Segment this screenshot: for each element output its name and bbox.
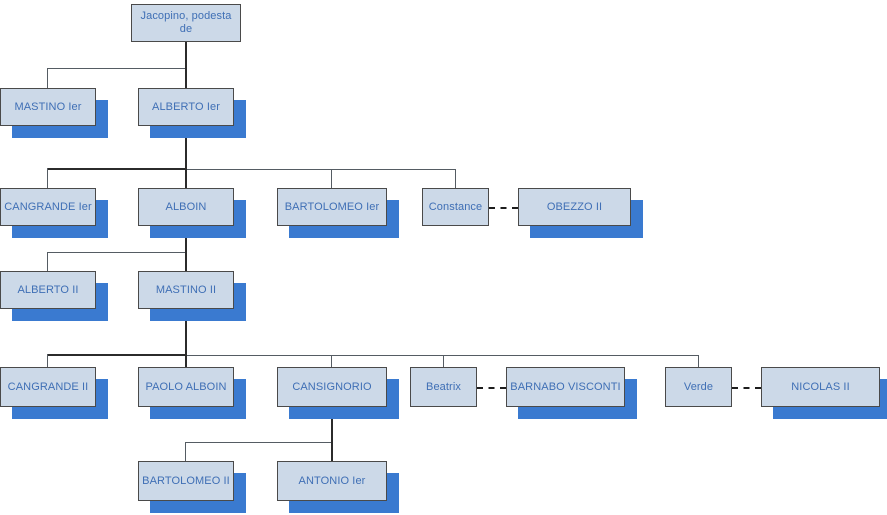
node-label: BARTOLOMEO II <box>142 474 230 487</box>
connector-bus <box>185 169 456 170</box>
node-alberto1[interactable]: ALBERTO Ier <box>138 88 234 126</box>
node-bartolomeo1[interactable]: BARTOLOMEO Ier <box>277 188 387 226</box>
node-label: ALBERTO II <box>17 283 79 296</box>
connector-bus <box>47 68 186 69</box>
connector-vertical <box>455 169 456 188</box>
connector-bus <box>47 252 186 253</box>
connector-bus <box>47 168 186 170</box>
connector-vertical <box>443 355 444 367</box>
node-label: ALBERTO Ier <box>152 100 220 113</box>
node-barnabo[interactable]: BARNABO VISCONTI <box>506 367 625 407</box>
node-mastino1[interactable]: MASTINO Ier <box>0 88 96 126</box>
connector-vertical <box>47 252 48 271</box>
node-label: Verde <box>683 380 714 393</box>
connector-vertical <box>185 226 187 253</box>
connector-vertical <box>185 168 187 188</box>
marriage-link-verde-nicolas2 <box>732 387 761 389</box>
connector-vertical <box>47 68 48 88</box>
node-label: MASTINO II <box>155 283 217 296</box>
connector-bus <box>185 442 332 443</box>
node-label: CANSIGNORIO <box>292 380 372 393</box>
node-alboin[interactable]: ALBOIN <box>138 188 234 226</box>
node-alberto2[interactable]: ALBERTO II <box>0 271 96 309</box>
node-label: Constance <box>428 200 483 213</box>
node-nicolas2[interactable]: NICOLAS II <box>761 367 880 407</box>
node-label: BARTOLOMEO Ier <box>284 200 380 213</box>
node-label: CANGRANDE Ier <box>4 200 92 213</box>
node-label: NICOLAS II <box>791 380 850 393</box>
connector-vertical <box>698 355 699 367</box>
node-cangrande1[interactable]: CANGRANDE Ier <box>0 188 96 226</box>
connector-vertical <box>185 42 187 69</box>
connector-vertical <box>331 442 333 461</box>
node-bartolomeo2[interactable]: BARTOLOMEO II <box>138 461 234 501</box>
node-label: CANGRANDE II <box>7 380 89 393</box>
connector-bus <box>47 354 186 356</box>
node-paoloalboin[interactable]: PAOLO ALBOIN <box>138 367 234 407</box>
connector-vertical <box>47 354 48 367</box>
marriage-link-constance-obezzo2 <box>489 207 518 209</box>
connector-vertical <box>185 68 187 88</box>
node-beatrix[interactable]: Beatrix <box>410 367 477 407</box>
connector-vertical <box>185 442 186 461</box>
node-cansignorio[interactable]: CANSIGNORIO <box>277 367 387 407</box>
connector-vertical <box>331 407 333 443</box>
node-cangrande2[interactable]: CANGRANDE II <box>0 367 96 407</box>
connector-vertical <box>331 355 332 367</box>
node-label: OBEZZO II <box>546 200 603 213</box>
marriage-link-beatrix-barnabo <box>477 387 506 389</box>
connector-bus <box>185 355 699 356</box>
connector-vertical <box>185 126 187 169</box>
node-label: ALBOIN <box>165 200 207 213</box>
connector-vertical <box>185 309 187 355</box>
node-mastino2[interactable]: MASTINO II <box>138 271 234 309</box>
node-jacopino[interactable]: Jacopino, podesta de <box>131 4 241 42</box>
node-label: ANTONIO Ier <box>298 474 366 487</box>
node-label: PAOLO ALBOIN <box>145 380 227 393</box>
node-label: Beatrix <box>426 380 461 393</box>
node-verde[interactable]: Verde <box>665 367 732 407</box>
node-obezzo2[interactable]: OBEZZO II <box>518 188 631 226</box>
connector-vertical <box>185 252 187 271</box>
connector-vertical <box>185 354 187 367</box>
node-constance[interactable]: Constance <box>422 188 489 226</box>
connector-vertical <box>331 169 332 188</box>
node-antonio1[interactable]: ANTONIO Ier <box>277 461 387 501</box>
node-label: MASTINO Ier <box>14 100 82 113</box>
node-label: BARNABO VISCONTI <box>510 380 621 393</box>
connector-vertical <box>47 168 48 188</box>
node-label: Jacopino, podesta de <box>140 10 232 35</box>
